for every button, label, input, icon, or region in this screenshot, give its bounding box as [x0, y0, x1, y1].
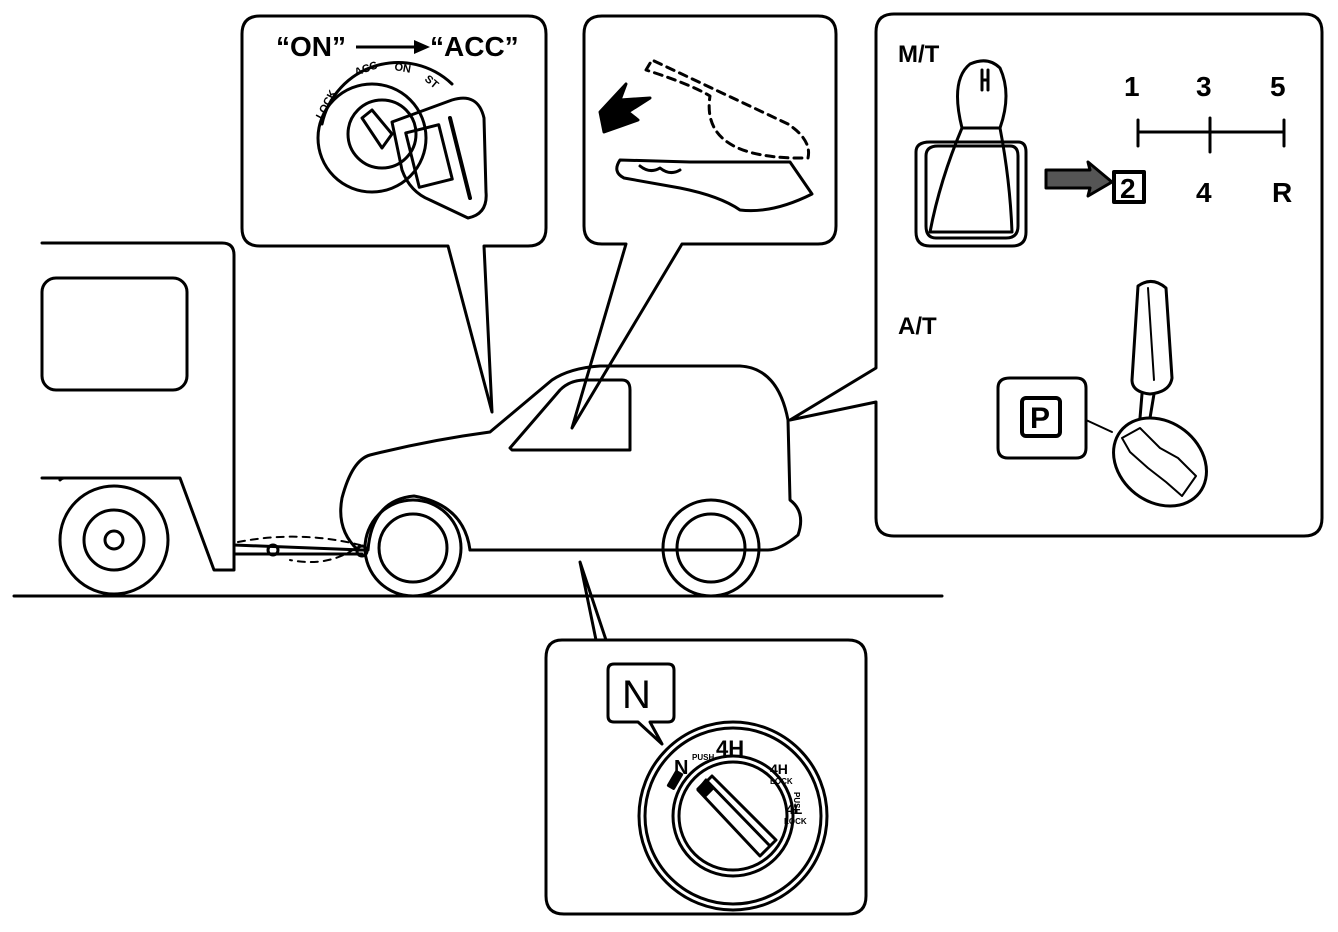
dial-lock-label: LOCK — [314, 88, 339, 121]
gear-shift-pattern — [1112, 116, 1286, 204]
ignition-to-label: “ACC” — [430, 31, 519, 62]
gear-4-label: 4 — [1196, 177, 1212, 208]
arrow-right-icon — [414, 40, 430, 54]
ignition-panel — [240, 14, 548, 414]
ignition-from-label: “ON” — [276, 31, 346, 62]
automatic-shift-lever-icon — [996, 280, 1208, 508]
dial-on-label: ON — [393, 61, 411, 76]
gear-2-label: 2 — [1120, 173, 1136, 204]
transfer-switch-panel — [544, 560, 868, 916]
push-side-label: PUSH — [792, 792, 801, 814]
lock-1-label: LOCK — [770, 777, 793, 786]
selected-gear-arrow-icon — [1044, 160, 1114, 198]
parking-brake-lever-icon — [598, 58, 814, 213]
transmission-panel — [788, 12, 1324, 538]
dial-acc-label: ACC — [353, 59, 380, 78]
gear-r-label: R — [1272, 177, 1292, 208]
at-park-label: P — [1030, 402, 1050, 435]
parking-brake-panel — [570, 14, 838, 430]
transfer-4h-label: 4H — [716, 736, 744, 761]
gear-3-label: 3 — [1196, 71, 1212, 102]
lock-2-label: LOCK — [784, 817, 807, 826]
transfer-4l-lock-label: 4L — [786, 801, 803, 817]
push-top-label: PUSH — [692, 753, 714, 762]
at-label: A/T — [898, 313, 937, 340]
transfer-n-label: N — [674, 757, 688, 779]
dial-start-label: ST — [422, 73, 441, 91]
gear-5-label: 5 — [1270, 71, 1286, 102]
ignition-key-icon — [316, 61, 488, 220]
transfer-dial-icon — [606, 662, 829, 912]
transfer-4h-lock-label: 4H — [770, 761, 788, 777]
towed-vehicle — [339, 364, 803, 598]
manual-shift-knob-icon — [914, 59, 1028, 248]
transfer-callout-label: N — [622, 673, 651, 717]
gear-1-label: 1 — [1124, 71, 1140, 102]
mt-label: M/T — [898, 41, 940, 68]
tow-truck — [40, 241, 369, 596]
